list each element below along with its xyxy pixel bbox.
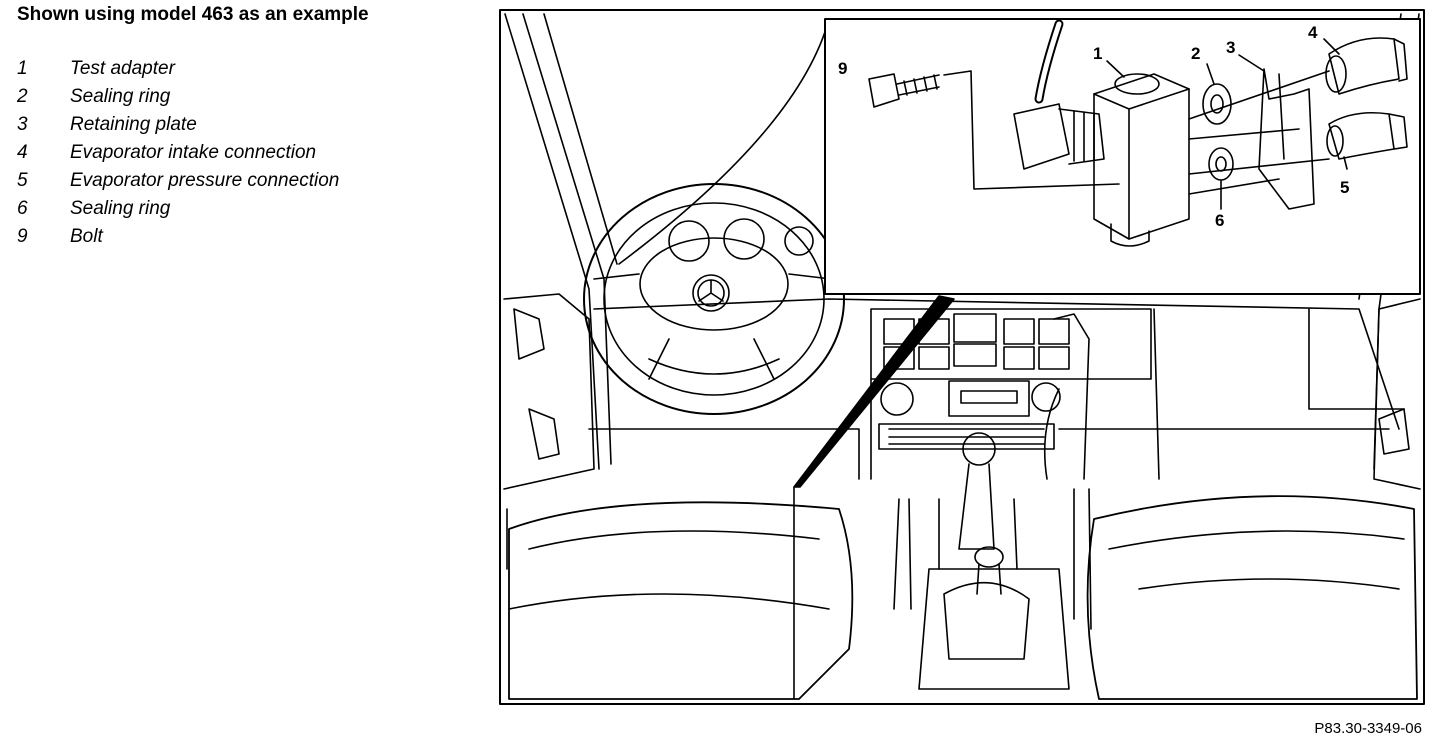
interior-illustration: 9 1 2 3 4 5 6	[499, 9, 1425, 705]
legend-item: 5 Evaporator pressure connection	[17, 170, 339, 198]
gear-shifter	[893, 432, 1092, 690]
legend-label: Sealing ring	[70, 198, 171, 219]
legend-label: Evaporator pressure connection	[70, 170, 340, 191]
legend-number: 3	[17, 114, 28, 135]
legend-number: 5	[17, 170, 28, 191]
left-door	[503, 293, 595, 570]
callout-9: 9	[838, 59, 847, 78]
right-door	[1373, 298, 1421, 490]
legend-number: 2	[17, 86, 28, 107]
legend-item: 1 Test adapter	[17, 58, 339, 86]
legend-label: Evaporator intake connection	[70, 142, 317, 163]
left-seat	[508, 501, 854, 700]
legend-item: 4 Evaporator intake connection	[17, 142, 339, 170]
callout-5: 5	[1340, 178, 1349, 197]
callout-1: 1	[1093, 44, 1102, 63]
callout-6: 6	[1215, 211, 1224, 230]
page-title: Shown using model 463 as an example	[17, 4, 369, 25]
legend-label: Retaining plate	[70, 114, 197, 135]
legend-item: 3 Retaining plate	[17, 114, 339, 142]
legend-item: 6 Sealing ring	[17, 198, 339, 226]
detail-inset	[824, 18, 1421, 295]
steering-wheel	[583, 183, 845, 415]
legend-item: 9 Bolt	[17, 226, 339, 254]
legend-label: Test adapter	[70, 58, 175, 79]
right-seat	[1086, 495, 1418, 700]
callout-4: 4	[1308, 23, 1318, 42]
legend-number: 4	[17, 142, 28, 163]
dashboard	[588, 298, 1405, 480]
figure-reference-code: P83.30-3349-06	[1314, 720, 1422, 737]
callout-3: 3	[1226, 38, 1235, 57]
legend-number: 6	[17, 198, 28, 219]
inset-leader	[793, 295, 955, 700]
callout-2: 2	[1191, 44, 1200, 63]
legend-label: Sealing ring	[70, 86, 171, 107]
legend-label: Bolt	[70, 226, 103, 247]
legend-number: 1	[17, 58, 28, 79]
legend-number: 9	[17, 226, 28, 247]
legend-item: 2 Sealing ring	[17, 86, 339, 114]
